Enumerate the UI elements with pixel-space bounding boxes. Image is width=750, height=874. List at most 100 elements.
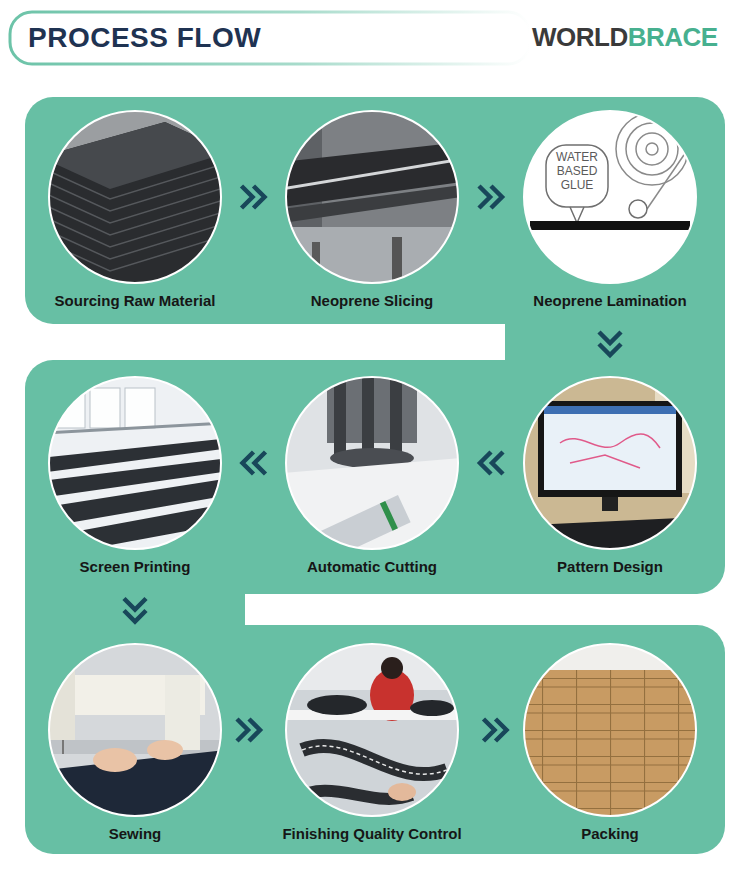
photo-disc <box>524 644 696 816</box>
photo-quality-control <box>410 700 454 716</box>
logo: WORLDBRACE <box>532 20 718 54</box>
step-caption: Packing <box>524 824 696 844</box>
photo-quality-control <box>302 746 447 774</box>
photo-disc <box>286 377 458 549</box>
photo-cutting-machine <box>282 373 462 569</box>
step-caption: Automatic Cutting <box>286 557 458 577</box>
step-caption: Neoprene Slicing <box>286 291 458 311</box>
photo-pattern-design <box>570 455 640 468</box>
photo-slicing <box>282 107 462 287</box>
photo-sewing <box>45 640 225 820</box>
photo-disc <box>524 111 696 283</box>
sketch-lamination <box>629 200 647 218</box>
photo-sewing <box>147 740 183 760</box>
photo-screen-printing <box>49 377 221 549</box>
photo-pattern-design <box>538 401 682 497</box>
photo-quality-control <box>302 746 447 774</box>
process-step: Screen Printing <box>49 377 221 577</box>
photo-raw-material <box>40 122 230 292</box>
flow-band <box>25 97 725 854</box>
photo-cutting-machine <box>390 373 402 458</box>
photo-disc <box>524 377 696 549</box>
flow-arrow <box>221 196 286 198</box>
sketch-lamination <box>546 145 608 207</box>
illustration-text: WATER BASED GLUE <box>547 150 607 192</box>
photo-sewing <box>93 748 137 772</box>
process-step: Finishing Quality Control <box>277 644 467 844</box>
sketch-lamination <box>626 123 678 175</box>
sketch-lamination <box>647 149 688 209</box>
photo-quality-control <box>381 657 403 679</box>
photo-packing <box>520 670 700 820</box>
photo-screen-printing <box>90 388 120 428</box>
flow-band <box>25 625 725 854</box>
flow-band <box>505 290 725 390</box>
photo-raw-material <box>40 107 230 292</box>
step-caption: Pattern Design <box>524 557 696 577</box>
photo-disc <box>49 111 221 283</box>
photo-pattern-design <box>520 373 700 553</box>
sketch-lamination <box>520 107 700 287</box>
photo-sewing <box>62 740 64 754</box>
photo-packing <box>520 640 700 820</box>
photo-pattern-design <box>544 406 676 490</box>
photo-cutting-machine <box>380 501 398 531</box>
photo-sewing <box>45 640 225 820</box>
sketch-lamination <box>524 111 696 283</box>
flow-band <box>25 97 725 324</box>
process-step: Neoprene Lamination <box>524 111 696 311</box>
photo-cutting-machine <box>298 495 410 569</box>
process-step: Pattern Design <box>524 377 696 577</box>
photo-quality-control <box>282 640 462 690</box>
photo-raw-material <box>40 107 230 292</box>
sketch-lamination <box>646 143 658 155</box>
photo-screen-printing <box>40 373 230 558</box>
photo-disc <box>286 111 458 283</box>
photo-quality-control <box>282 640 462 820</box>
photo-slicing <box>286 111 458 283</box>
photo-pattern-design <box>520 518 700 553</box>
photo-pattern-design <box>520 373 700 553</box>
photo-raw-material <box>40 122 230 189</box>
photo-pattern-design <box>544 406 676 414</box>
photo-pattern-design <box>560 434 660 448</box>
photo-pattern-design <box>602 497 618 511</box>
flow-arrow <box>467 729 524 731</box>
photo-quality-control <box>282 640 462 820</box>
sketch-lamination <box>636 133 668 165</box>
logo-word: WORLD <box>532 20 628 54</box>
flow-arrow <box>221 462 286 464</box>
photo-cutting-machine <box>362 373 374 458</box>
photo-sewing <box>165 675 200 750</box>
photo-disc <box>49 644 221 816</box>
title-frame <box>10 12 530 64</box>
photo-screen-printing <box>40 373 230 558</box>
photo-slicing <box>282 107 462 287</box>
photo-raw-material <box>49 111 221 283</box>
flow-arrow <box>458 196 524 198</box>
flow-arrow <box>458 462 524 464</box>
process-step: Automatic Cutting <box>286 377 458 577</box>
process-step: Packing <box>524 644 696 844</box>
photo-screen-printing <box>45 423 225 433</box>
logo-word: BRACE <box>628 20 718 54</box>
process-step: Sewing <box>49 644 221 844</box>
photo-packing <box>520 640 700 820</box>
page-title: PROCESS FLOW <box>28 21 261 55</box>
flow-band <box>25 360 725 594</box>
step-caption: Neoprene Lamination <box>524 291 696 311</box>
sketch-lamination <box>520 107 700 287</box>
photo-quality-control <box>286 644 458 816</box>
photo-quality-control <box>388 783 416 801</box>
step-caption: Sewing <box>49 824 221 844</box>
photo-slicing <box>282 159 462 189</box>
photo-cutting-machine <box>286 377 458 549</box>
photo-sewing <box>45 640 225 820</box>
step-caption: Sourcing Raw Material <box>49 291 221 311</box>
photo-slicing <box>282 185 462 223</box>
step-caption: Screen Printing <box>49 557 221 577</box>
photo-disc <box>277 644 467 816</box>
